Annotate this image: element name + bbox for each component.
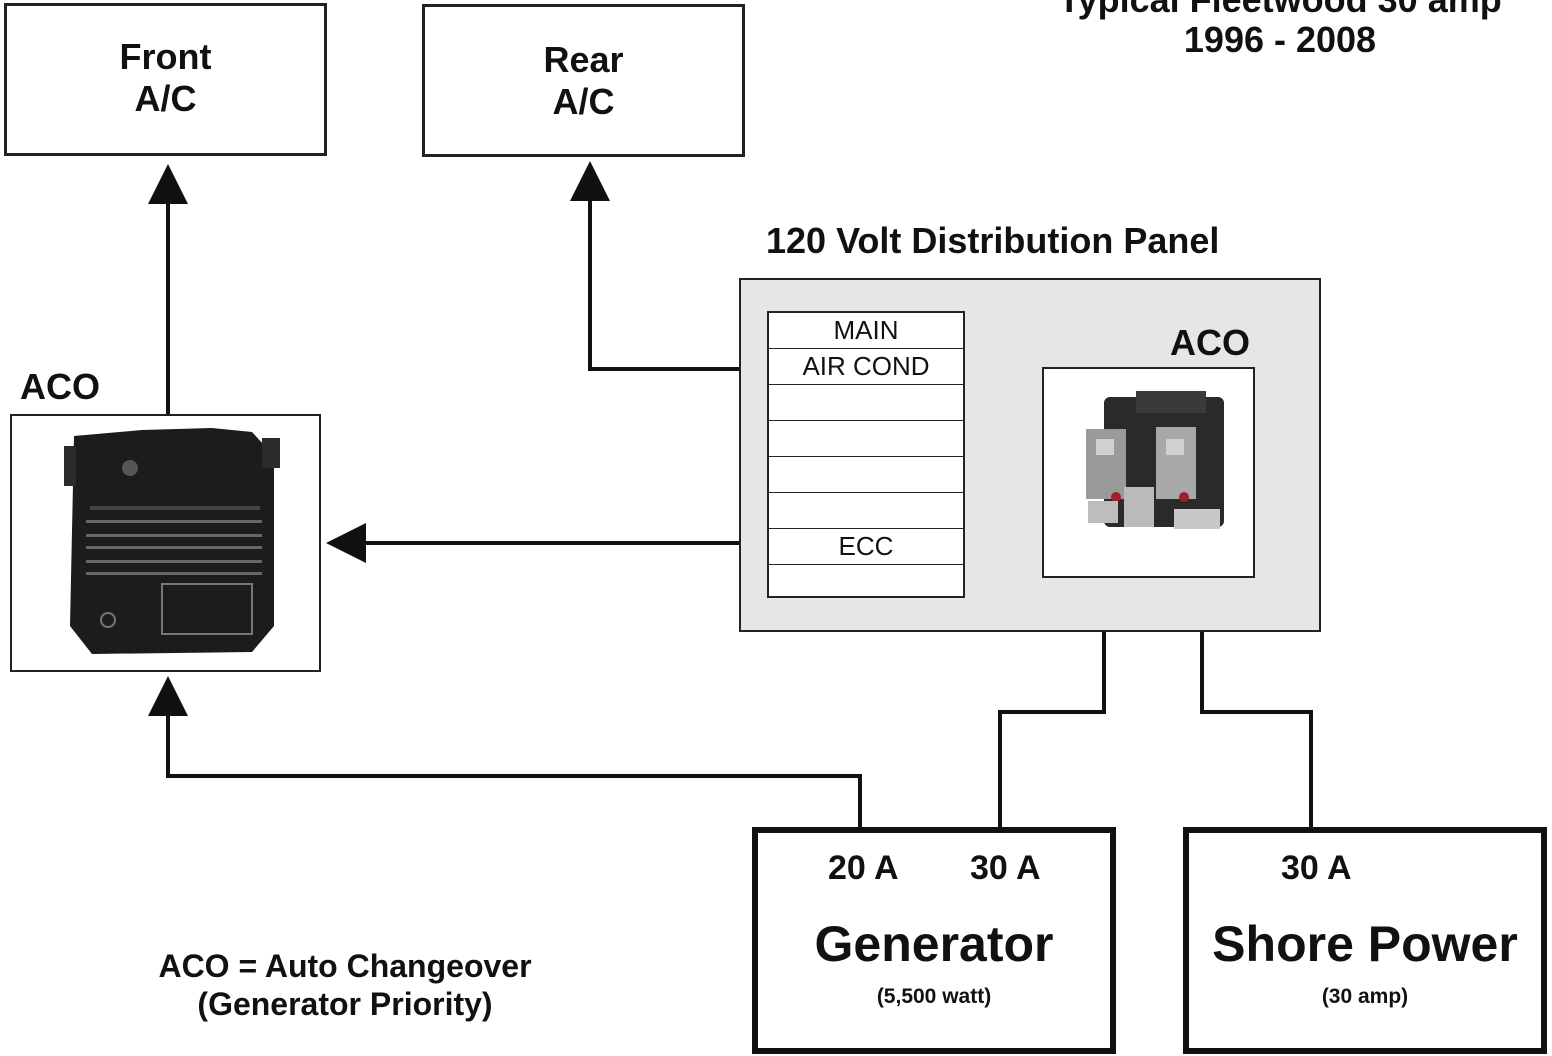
front-ac-line1: Front xyxy=(119,36,212,77)
diagram-title: Typical Fleetwood 30 amp 1996 - 2008 xyxy=(1010,0,1550,60)
shore-power-name: Shore Power xyxy=(1212,916,1518,972)
shore-power-box: 30 A Shore Power (30 amp) xyxy=(1183,827,1547,1054)
title-line2: 1996 - 2008 xyxy=(1183,19,1377,60)
breaker-slot-5 xyxy=(769,457,963,493)
front-ac-box: Front A/C xyxy=(4,3,327,156)
generator-rating: (5,500 watt) xyxy=(876,985,992,1008)
rear-ac-box: Rear A/C xyxy=(422,4,745,157)
breaker-slot-3 xyxy=(769,385,963,421)
legend: ACO = Auto Changeover (Generator Priorit… xyxy=(110,947,580,1023)
front-ac-line2: A/C xyxy=(134,78,197,119)
breaker-slot-8 xyxy=(769,565,963,600)
shore-power-rating: (30 amp) xyxy=(1321,985,1409,1008)
legend-line1: ACO = Auto Changeover xyxy=(158,948,532,984)
rear-ac-line2: A/C xyxy=(552,81,615,122)
generator-amp-30: 30 A xyxy=(970,849,1041,887)
breaker-list: MAIN AIR COND ECC xyxy=(767,311,965,598)
breaker-ecc: ECC xyxy=(769,529,963,565)
shore-power-amp: 30 A xyxy=(1281,849,1352,887)
left-aco-label: ACO xyxy=(20,366,100,407)
panel-aco-box xyxy=(1042,367,1255,578)
wire-shore-to-panel-aco xyxy=(1182,588,1313,830)
left-aco-box xyxy=(10,414,321,672)
panel-title: 120 Volt Distribution Panel xyxy=(766,220,1220,261)
changeover-unit-image xyxy=(64,428,280,654)
rear-ac-line1: Rear xyxy=(543,39,624,80)
wire-gen30-to-panel-aco xyxy=(998,588,1124,830)
relay-image xyxy=(1086,391,1224,529)
generator-name: Generator xyxy=(814,916,1054,972)
title-line1: Typical Fleetwood 30 amp xyxy=(1010,0,1550,20)
panel-aco-label: ACO xyxy=(1170,322,1250,363)
legend-line2: (Generator Priority) xyxy=(197,986,493,1022)
generator-box: 20 A 30 A Generator (5,500 watt) xyxy=(752,827,1116,1054)
generator-amp-20: 20 A xyxy=(828,849,899,887)
wire-aircond-to-rear-ac xyxy=(570,161,767,371)
breaker-air-cond: AIR COND xyxy=(769,349,963,385)
wire-gen20-to-left-aco xyxy=(148,676,862,830)
breaker-main: MAIN xyxy=(769,313,963,349)
breaker-slot-4 xyxy=(769,421,963,457)
breaker-slot-6 xyxy=(769,493,963,529)
